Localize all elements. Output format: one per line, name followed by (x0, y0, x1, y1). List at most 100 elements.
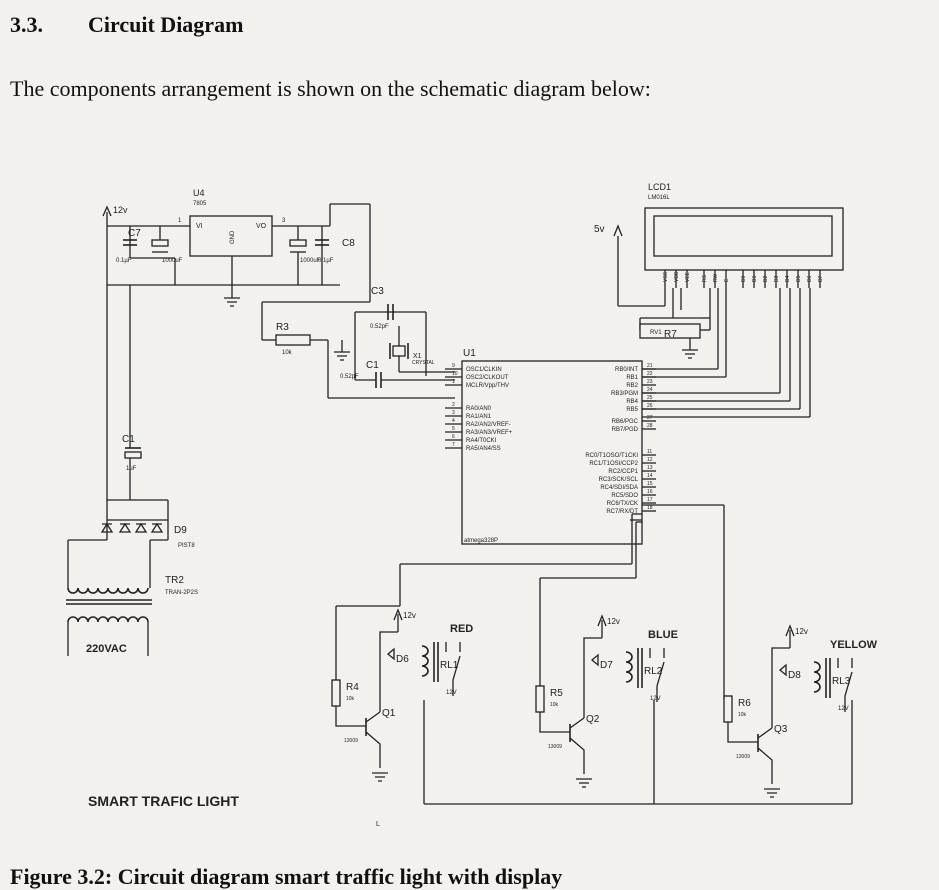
mcu-pin-number: 26 (647, 403, 653, 409)
base-wire (539, 712, 570, 733)
c7-elec-value: 1000uF (162, 258, 183, 264)
lcd-label: LCD1 (648, 182, 671, 192)
mcu-pin-label: RB1 (626, 375, 638, 381)
microcontroller-u1: U1 atmega328P 9OSC1/CLKIN10OSC2/CLKOUT1M… (445, 348, 656, 545)
collector-wire (379, 631, 398, 712)
mcu-pin-label: RC5/SDO (611, 493, 638, 499)
mcu-pin-label: OSC2/CLKOUT (466, 375, 509, 381)
base-wire (335, 706, 366, 727)
base-wire (727, 722, 758, 743)
c7-label: C7 (128, 228, 141, 239)
lcd-pin-label: VDD (674, 271, 680, 282)
u4-pin1: 1 (178, 218, 182, 224)
diode-label: D7 (600, 660, 613, 671)
collector-wire (771, 647, 790, 728)
mcu-pin-number: 1 (452, 379, 455, 385)
supply-12v-symbol (393, 608, 403, 632)
relay-coil (625, 651, 633, 683)
c8-label: C8 (342, 238, 355, 249)
c8-value: 0.1µF (318, 258, 334, 264)
lcd-pin-label: D7 (818, 275, 824, 282)
transistor-label: Q3 (774, 724, 788, 735)
resistor-value: 10k (346, 696, 355, 702)
resistor-value: 10k (550, 702, 559, 708)
bridge-rectifier-d9: D9 PIST8 (100, 499, 195, 549)
mcu-pin-number: 2 (452, 402, 455, 408)
mcu-pin-label: RA3/AN3/VREF+ (466, 430, 513, 436)
lcd-part: LM016L (648, 195, 670, 201)
c1-osc-value: 0.52pF (340, 374, 359, 380)
mcu-pin-label: RA1/AN1 (466, 414, 492, 420)
supply-12v-symbol: 12v (102, 205, 128, 520)
c1-osc-label: C1 (366, 360, 379, 371)
mcu-pin-label: RC0/T1OSO/T1CKI (585, 453, 638, 459)
relay-switch (837, 658, 853, 712)
transistor-part: 13009 (736, 754, 750, 760)
capacitor-c1: C1 1uF (122, 285, 142, 500)
relay-switch (649, 648, 665, 702)
ground-icon (764, 788, 780, 798)
stage-color-label: YELLOW (830, 639, 878, 651)
stage-color-label: RED (450, 623, 473, 635)
relay-label: RL3 (832, 676, 851, 687)
supply-12v-label: 12v (403, 611, 416, 620)
c3-label: C3 (371, 286, 384, 297)
resistor-label: R6 (738, 698, 751, 709)
resistor-r3: R3 10k (275, 322, 455, 399)
mcu-pin-label: MCLR/Vpp/THV (466, 383, 509, 389)
supply-12v-symbol (785, 624, 795, 648)
transistor-leads (569, 717, 585, 774)
mcu-pin-number: 14 (647, 473, 653, 479)
mcu-pin-number: 21 (647, 363, 653, 369)
circuit-diagram: 12v C7 0.1µF 1000uF U4 7805 VI VO 1 3 GN… (66, 182, 878, 828)
resistor-r6 (723, 695, 733, 723)
c8-elec-value: 1000uF (300, 258, 321, 264)
mcu-pin-number: 16 (647, 489, 653, 495)
supply-12v-symbol (597, 614, 607, 638)
lcd-pin-label: D5 (796, 275, 802, 282)
lcd-pin-label: D0 (741, 275, 747, 282)
supply-12v-label: 12v (795, 627, 808, 636)
mcu-left-pins: 9OSC1/CLKIN10OSC2/CLKOUT1MCLR/Vpp/THV2RA… (445, 363, 513, 452)
mcu-pin-number: 3 (452, 410, 455, 416)
section-heading: 3.3.Circuit Diagram (10, 12, 243, 38)
output-wires (335, 504, 853, 805)
flyback-diode-icon (778, 663, 787, 677)
lcd-pin-label: D3 (774, 275, 780, 282)
transistor-part: 13009 (344, 738, 358, 744)
lcd-pin-label: VEE (685, 271, 691, 282)
relay-voltage: 12V (446, 690, 457, 696)
u1-label: U1 (463, 348, 476, 359)
mcu-pin-label: RC1/T1OSI/CCP2 (589, 461, 638, 467)
r3-value: 10k (282, 350, 293, 356)
ac-input-label: 220VAC (86, 643, 127, 655)
crystal-label: X1 (413, 353, 422, 360)
mcu-pin-number: 24 (647, 387, 653, 393)
mcu-pin-number: 6 (452, 434, 455, 440)
mcu-pin-number: 4 (452, 418, 455, 424)
mcu-pin-number: 15 (647, 481, 653, 487)
mcu-pin-label: RB2 (626, 383, 638, 389)
lcd-bus-wires (642, 288, 811, 418)
diode-label: D8 (788, 670, 801, 681)
resistor-r5 (535, 685, 545, 713)
crystal-value: CRYSTAL (412, 360, 435, 366)
transistor-leads (757, 727, 773, 784)
relay-label: RL2 (644, 666, 663, 677)
mcu-pin-label: RA0/AN0 (466, 406, 492, 412)
crystal-oscillator: C3 0.52pF X1 CRYSTAL C1 0.52pF (334, 286, 455, 388)
mcu-pin-label: RC2/CCP1 (608, 469, 638, 475)
ground-icon (576, 778, 592, 788)
u4-pin3: 3 (282, 218, 286, 224)
stray-mark: L (376, 821, 380, 828)
stage-color-label: BLUE (648, 629, 678, 641)
mcu-pin-label: RA5/AN4/SS (466, 446, 501, 452)
mcu-pin-label: RB5 (626, 407, 638, 413)
transistor-label: Q2 (586, 714, 600, 725)
mcu-pin-label: RC7/RX/DT (606, 509, 638, 515)
mcu-pin-number: 13 (647, 465, 653, 471)
mcu-pin-label: RC3/SCK/SCL (599, 477, 639, 483)
